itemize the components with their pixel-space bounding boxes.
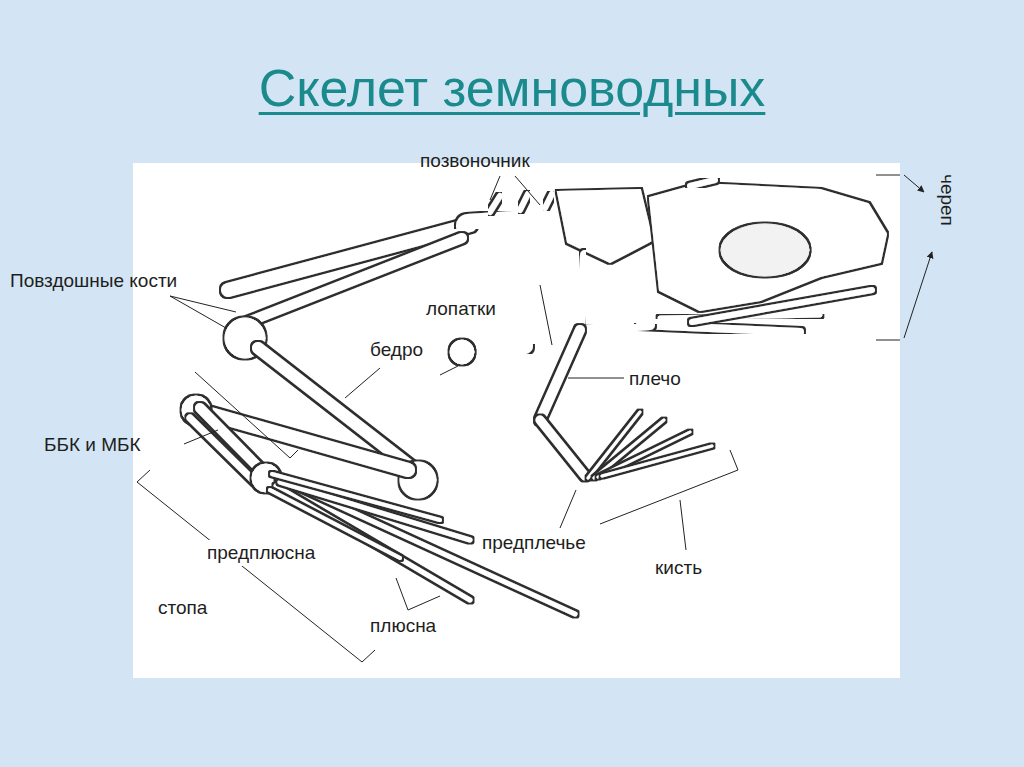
part-label: бедро	[368, 337, 425, 363]
part-label: плюсна	[368, 613, 438, 639]
part-label: кисть	[653, 555, 704, 581]
part-label: стопа	[156, 595, 209, 621]
skeleton	[182, 180, 886, 614]
part-label: предплечье	[480, 530, 588, 556]
leader-lines	[137, 175, 932, 662]
part-label: позвоночник	[418, 148, 532, 174]
part-label: предплюсна	[205, 540, 317, 566]
figure-panel	[133, 163, 900, 678]
part-label: ББК и МБК	[42, 432, 143, 458]
slide-title: Скелет земноводных	[0, 58, 1024, 118]
part-label: Повздошные кости	[8, 268, 184, 294]
part-label: плечо	[627, 366, 683, 392]
part-label: череп	[934, 172, 960, 228]
part-label: лопатки	[424, 296, 498, 322]
